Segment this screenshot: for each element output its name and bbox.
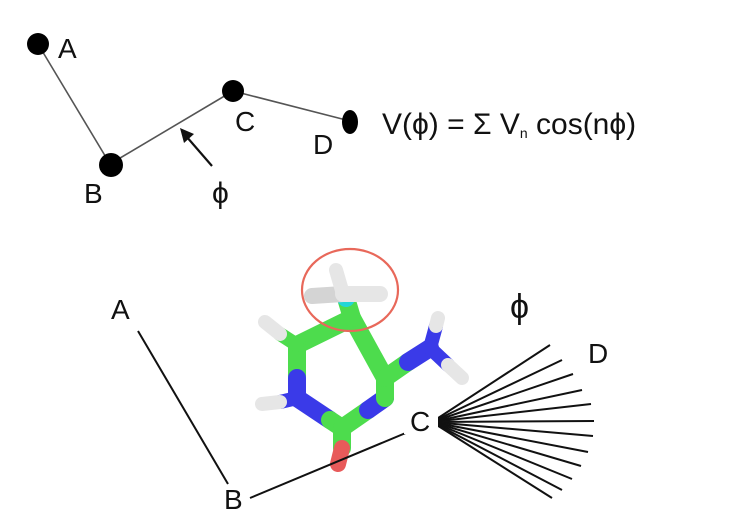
bond-b-c xyxy=(249,421,433,499)
fan-line xyxy=(431,344,551,423)
top-dihedral-schematic: A B C D ϕ V(ϕ) = Σ Vn cos(nϕ) xyxy=(27,33,636,210)
fan-line xyxy=(431,359,563,423)
atom-b-label: B xyxy=(84,178,103,209)
bond-a-b xyxy=(137,330,229,485)
angle-phi-label: ϕ xyxy=(212,177,229,210)
atom-a-label: A xyxy=(58,33,77,64)
fan-line xyxy=(431,421,594,437)
atom-d-label: D xyxy=(313,129,333,160)
torsion-equation: V(ϕ) = Σ Vn cos(nϕ) xyxy=(382,108,636,141)
atom-a-dot xyxy=(27,33,49,55)
fan-line xyxy=(431,389,583,423)
equation-subscript: n xyxy=(520,125,528,141)
bond-c-d xyxy=(232,90,351,122)
bottom-dihedral-schematic xyxy=(137,330,595,499)
equation-lhs: V(ϕ) = Σ V xyxy=(382,108,520,141)
bond xyxy=(288,309,361,354)
bond xyxy=(429,311,445,333)
fan-line xyxy=(431,421,563,491)
atom-b-dot xyxy=(99,153,123,177)
angle-phi-label: ϕ xyxy=(510,288,529,326)
fan-line xyxy=(431,421,589,453)
fan-line xyxy=(431,403,592,423)
bond-a-b xyxy=(37,43,111,165)
fan-line xyxy=(431,421,573,480)
bond xyxy=(441,358,469,385)
bond xyxy=(343,309,394,387)
angle-arrow xyxy=(185,135,213,167)
atom-c-label: C xyxy=(235,106,255,137)
fan-line xyxy=(431,373,574,423)
bottom-labels: A B C D ϕ xyxy=(111,288,608,515)
bond-b-c xyxy=(109,90,234,165)
methyl-highlight-circle xyxy=(300,247,400,333)
fan-line xyxy=(431,420,595,423)
atom-b-label: B xyxy=(224,484,243,515)
atom-d-label: D xyxy=(588,338,608,369)
bond xyxy=(255,395,287,411)
atom-c-dot xyxy=(222,80,244,102)
bond xyxy=(258,315,287,341)
label-c-backdrop xyxy=(404,400,438,434)
atom-c-label: C xyxy=(410,406,430,437)
atom-d-dot xyxy=(342,110,358,134)
fan-line xyxy=(431,421,553,499)
atom-a-label: A xyxy=(111,294,130,325)
molecule-model xyxy=(255,247,469,472)
bond xyxy=(329,263,350,301)
equation-rhs: cos(nϕ) xyxy=(528,108,637,141)
angle-arrow-head xyxy=(180,128,194,143)
fan-line xyxy=(431,421,582,467)
